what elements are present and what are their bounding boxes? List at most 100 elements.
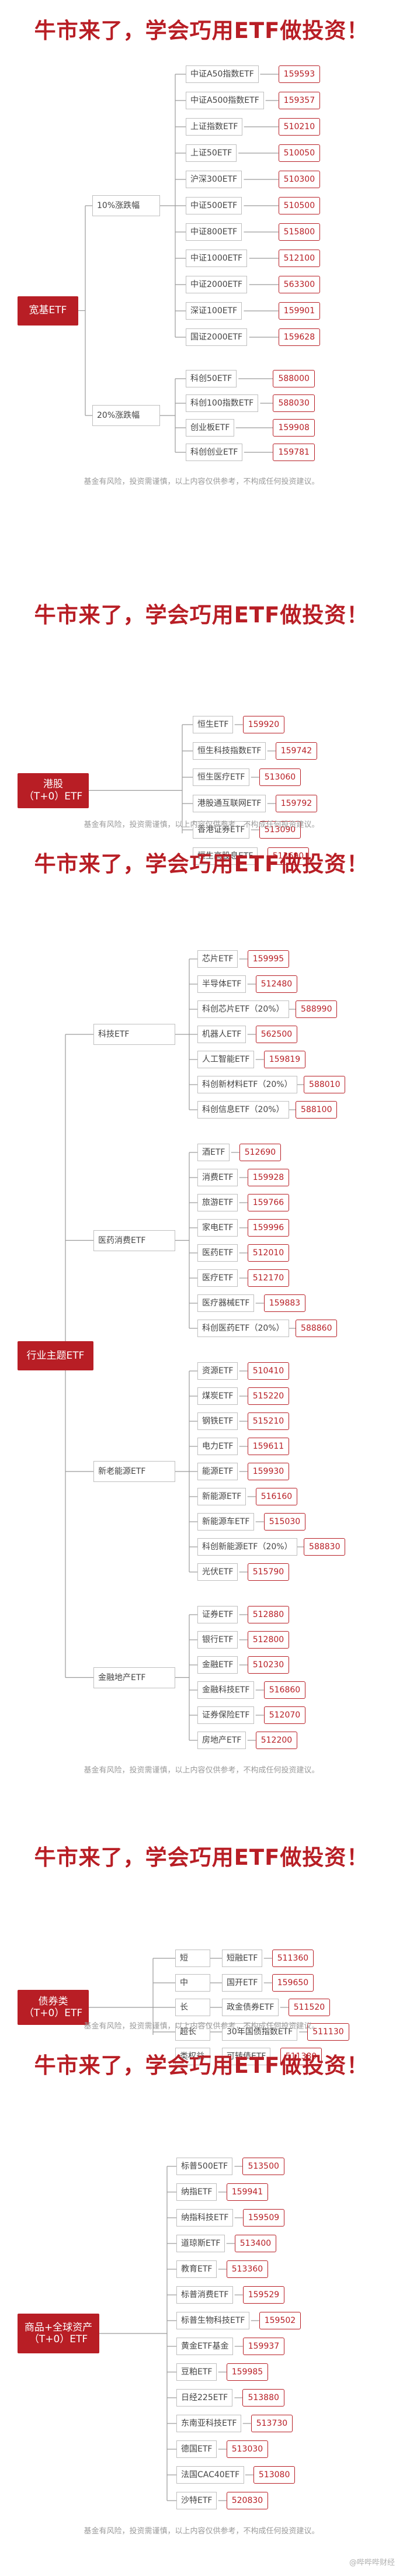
etf-name: 消费ETF <box>197 1169 238 1186</box>
etf-name: 机器人ETF <box>197 1026 246 1043</box>
etf-name: 科创芯片ETF（20%） <box>197 1000 289 1018</box>
connector-lines <box>89 1958 308 2035</box>
group-label: 医药消费ETF <box>93 1230 175 1251</box>
etf-name: 科创50ETF <box>186 370 237 387</box>
etf-code: 159766 <box>247 1194 290 1211</box>
etf-code: 513080 <box>253 2466 296 2484</box>
etf-code: 511520 <box>288 1999 331 2016</box>
group-label: 超长 <box>175 2023 210 2041</box>
etf-code: 512100 <box>278 250 321 267</box>
etf-name: 中证800ETF <box>186 223 242 241</box>
etf-code: 159928 <box>247 1169 290 1186</box>
etf-name: 道琼斯ETF <box>176 2235 225 2252</box>
group-label: 中 <box>175 1974 210 1992</box>
etf-code: 513060 <box>259 768 301 786</box>
etf-name: 标普消费ETF <box>176 2286 234 2304</box>
etf-code: 512480 <box>255 975 298 993</box>
etf-name: 新能源车ETF <box>197 1513 255 1531</box>
etf-name: 人工智能ETF <box>197 1051 255 1068</box>
etf-name: 上证50ETF <box>186 144 237 162</box>
etf-name: 医疗ETF <box>197 1269 238 1287</box>
group-label: 10%涨跌幅 <box>92 195 160 216</box>
etf-code: 159650 <box>272 1974 314 1992</box>
etf-name: 光伏ETF <box>197 1563 238 1581</box>
etf-name: 标普500ETF <box>176 2158 233 2175</box>
etf-code: 513030 <box>226 2440 269 2458</box>
etf-code: 159628 <box>278 328 321 346</box>
root-category-box: 债券类（T+0）ETF <box>18 1990 89 2025</box>
etf-code: 516860 <box>263 1681 306 1699</box>
etf-name: 资源ETF <box>197 1362 238 1380</box>
etf-code: 159792 <box>275 795 318 812</box>
group-label: 20%涨跌幅 <box>92 405 160 426</box>
group-label: 短 <box>175 1950 210 1967</box>
etf-code: 159593 <box>278 65 321 83</box>
etf-code: 512010 <box>247 1244 290 1262</box>
etf-name: 中证2000ETF <box>186 276 248 293</box>
etf-name: 旅游ETF <box>197 1194 238 1211</box>
etf-code: 513880 <box>242 2389 284 2407</box>
etf-name: 钢铁ETF <box>197 1412 238 1430</box>
etf-code: 510230 <box>247 1656 290 1674</box>
etf-name: 电力ETF <box>197 1438 238 1455</box>
etf-name: 港股通互联网ETF <box>193 795 266 812</box>
etf-code: 159357 <box>278 92 321 109</box>
etf-name: 沪深300ETF <box>186 171 242 188</box>
etf-name: 医药ETF <box>197 1244 238 1262</box>
etf-name: 中证A500指数ETF <box>186 92 264 109</box>
section-title: 牛市来了，学会巧用ETF做投资！ <box>34 2053 369 2078</box>
etf-name: 东南亚科技ETF <box>176 2415 242 2432</box>
etf-code: 512800 <box>247 1631 290 1649</box>
etf-code: 513500 <box>242 2158 284 2175</box>
etf-name: 煤炭ETF <box>197 1387 238 1405</box>
etf-name: 科创新能源ETF（20%） <box>197 1538 297 1556</box>
group-label: 长 <box>175 1999 210 2016</box>
etf-code: 159985 <box>226 2363 269 2381</box>
etf-name: 沙特ETF <box>176 2492 217 2509</box>
root-label: 行业主题ETF <box>26 1350 85 1362</box>
watermark: @哔哔哔财经 <box>349 2558 395 2567</box>
group-label: 金融地产ETF <box>93 1667 175 1688</box>
etf-code: 512070 <box>263 1706 306 1724</box>
etf-name: 半导体ETF <box>197 975 246 993</box>
etf-code: 511130 <box>307 2023 349 2041</box>
etf-code: 159920 <box>242 716 285 733</box>
etf-name: 黄金ETF基金 <box>176 2338 234 2355</box>
etf-code: 513730 <box>251 2415 293 2432</box>
etf-name: 能源ETF <box>197 1463 238 1480</box>
section-1: 牛市来了，学会巧用ETF做投资！ 宽基ETF 10%涨跌幅 中证A50指数ETF 159… <box>0 0 403 584</box>
etf-name: 芯片ETF <box>197 950 238 968</box>
etf-name: 恒生科技指数ETF <box>193 742 266 760</box>
etf-code: 515210 <box>247 1412 290 1430</box>
etf-name: 法国CAC40ETF <box>176 2466 245 2484</box>
etf-code: 510300 <box>278 171 321 188</box>
etf-name: 豆粕ETF <box>176 2363 217 2381</box>
etf-code: 588100 <box>296 1101 338 1119</box>
etf-name: 银行ETF <box>197 1631 238 1649</box>
etf-name: 恒生医疗ETF <box>193 768 250 786</box>
group-label: 类权益 <box>175 2048 210 2065</box>
etf-name: 科创医药ETF（20%） <box>197 1320 289 1337</box>
etf-name: 科创创业ETF <box>186 444 243 461</box>
etf-name: 可转债ETF <box>222 2048 271 2065</box>
etf-code: 159502 <box>259 2312 301 2329</box>
etf-name: 政金债券ETF <box>222 1999 279 2016</box>
etf-code: 515220 <box>247 1387 290 1405</box>
etf-name: 恒生高股息ETF <box>193 847 258 865</box>
etf-name: 创业板ETF <box>186 419 235 437</box>
etf-code: 159908 <box>273 419 315 437</box>
root-label-sub: （T+0）ETF <box>29 2333 88 2345</box>
etf-code: 515030 <box>263 1513 306 1531</box>
etf-name: 证券保险ETF <box>197 1706 255 1724</box>
etf-name: 香港证券ETF <box>193 821 250 839</box>
etf-name: 中证A50指数ETF <box>186 65 259 83</box>
etf-name: 短融ETF <box>222 1950 263 1967</box>
etf-code: 159509 <box>242 2209 285 2227</box>
etf-code: 510050 <box>278 144 321 162</box>
etf-name: 标普生物科技ETF <box>176 2312 250 2329</box>
root-label: 宽基ETF <box>29 304 67 317</box>
disclaimer: 基金有风险，投资需谨慎，以上内容仅供参考，不构成任何投资建议。 <box>84 477 319 486</box>
section-title: 牛市来了，学会巧用ETF做投资！ <box>34 18 369 43</box>
